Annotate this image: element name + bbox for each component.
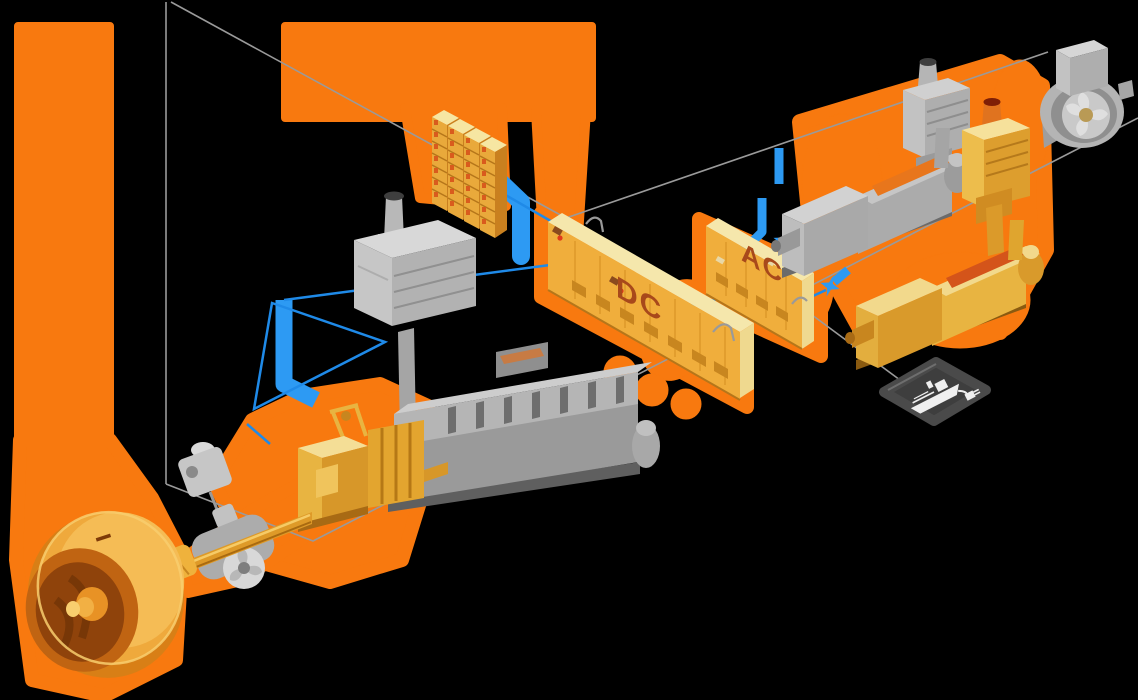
status-dot (557, 235, 563, 241)
genset-exhaust-manifold (946, 246, 1024, 288)
exhaust-funnel-opening (983, 98, 1001, 106)
genset-alternator (804, 196, 868, 276)
ducted-propeller-icon (25, 510, 185, 678)
switchboard-vents (572, 280, 728, 379)
switchboard-vents (716, 272, 788, 322)
alternator-shaft-end (845, 332, 855, 344)
engine-louvers (448, 376, 624, 434)
dc-switchboard-icon: DC (547, 213, 754, 401)
bow-thruster-icon (1040, 40, 1134, 148)
genset-turbocharger (1018, 251, 1044, 285)
flow-arrow-outline (252, 301, 389, 412)
shore-power-tile (879, 357, 991, 426)
engine-turbocharger (632, 424, 660, 468)
alternator-shaft-end (771, 240, 781, 252)
battery-column (479, 137, 507, 238)
cable-hook (585, 216, 605, 233)
status-dot (618, 288, 624, 294)
gearbox-icon (298, 403, 448, 532)
exhaust-funnel-opening (384, 191, 404, 201)
exhaust-funnel-opening (919, 58, 937, 66)
shore-power-icon (910, 378, 981, 414)
flow-dc-to-shaft (275, 300, 320, 408)
orange-genset-scr-tower (962, 98, 1030, 256)
cable-hook (712, 323, 736, 342)
engine-copper-manifold (500, 348, 544, 364)
battery-rack-icon (431, 110, 507, 238)
genset-alternator (878, 288, 942, 368)
cable-hook (791, 296, 808, 305)
orange-genset-icon (845, 220, 1044, 370)
gearbox-lifting-frame (329, 403, 368, 441)
genset-exhaust-manifold (872, 154, 950, 196)
main-engine-icon (388, 342, 660, 512)
